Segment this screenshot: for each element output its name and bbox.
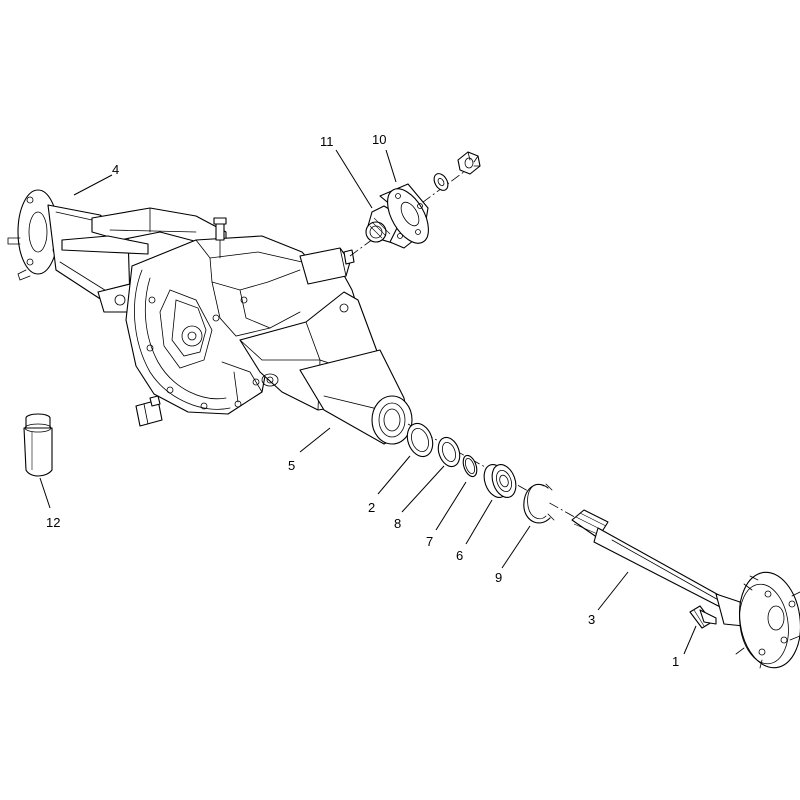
callout-11: 11 [320, 134, 334, 149]
callout-labels: 4 5 2 8 7 6 9 3 1 12 11 10 [46, 132, 679, 669]
wheel-stud-part-1 [689, 605, 717, 629]
washer [433, 173, 449, 191]
nut [457, 151, 481, 175]
callout-7: 7 [426, 534, 433, 549]
callout-3: 3 [588, 612, 595, 627]
callout-5: 5 [288, 458, 295, 473]
callout-4: 4 [112, 162, 119, 177]
snap-ring-part-7 [462, 454, 478, 478]
callout-9: 9 [495, 570, 502, 585]
ring-part-8 [437, 436, 461, 468]
leader-lines [39, 149, 697, 655]
callout-6: 6 [456, 548, 463, 563]
axle-housing [7, 189, 413, 445]
callout-1: 1 [672, 654, 679, 669]
callout-12: 12 [46, 515, 60, 530]
seal-part-2 [406, 422, 434, 458]
callout-10: 10 [372, 132, 386, 147]
callout-2: 2 [368, 500, 375, 515]
retaining-clip-part-9 [523, 483, 555, 524]
axle-shaft-part-3 [571, 509, 800, 669]
drain-plug [135, 395, 163, 427]
sleeve-part-12 [23, 413, 53, 477]
flange-part-10 [379, 183, 429, 249]
bearing-part-6 [483, 464, 517, 498]
callout-8: 8 [394, 516, 401, 531]
